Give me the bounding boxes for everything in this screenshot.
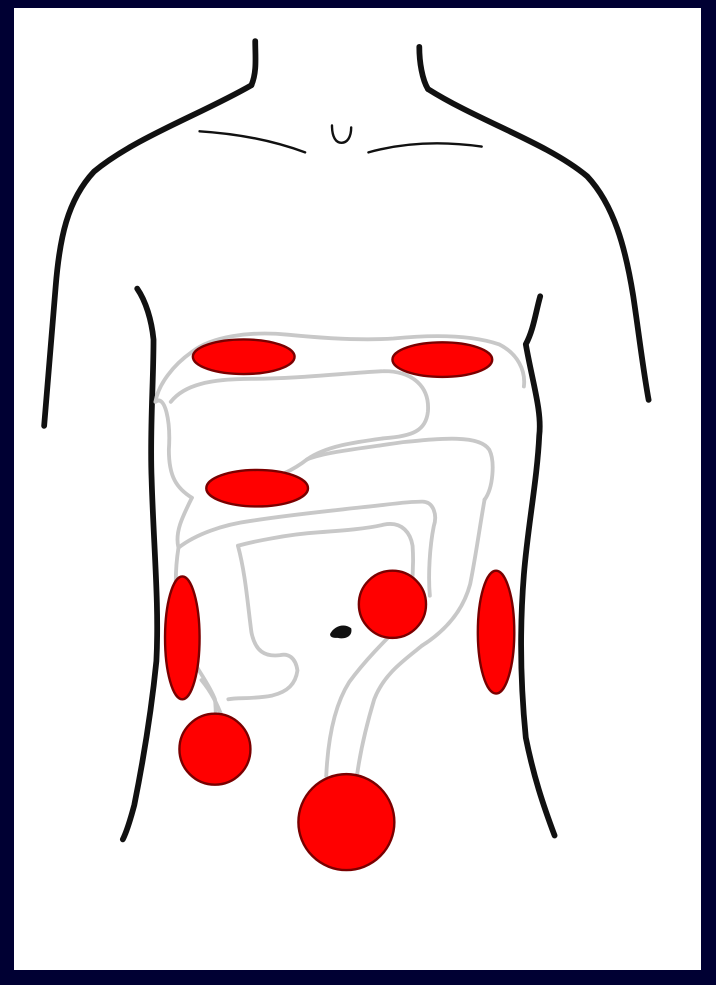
marker-left-upper-quadrant[interactable] [392, 342, 492, 377]
left-shoulder-arm-line [44, 85, 251, 426]
marker-periumbilical[interactable] [359, 571, 426, 638]
navel-mark [330, 626, 351, 639]
marker-right-upper-quadrant[interactable] [193, 339, 295, 374]
right-flank-line [521, 296, 554, 835]
left-flank-line [123, 289, 157, 840]
diagram-canvas [14, 8, 701, 970]
intestine-outline [155, 334, 524, 777]
neck-left-line [251, 41, 255, 85]
small-bowel-lower-loop-outline [228, 546, 297, 700]
transverse-loop-outline [171, 371, 428, 459]
marker-right-flank[interactable] [165, 576, 200, 699]
descending-colon-outline [422, 500, 484, 646]
left-clavicle-line [200, 131, 306, 152]
torso-diagram [0, 0, 687, 962]
clavicles [200, 126, 482, 153]
neck-right-line [419, 47, 428, 89]
right-clavicle-line [368, 143, 481, 152]
sigmoid-inner-outline [326, 623, 403, 777]
marker-suprapubic[interactable] [298, 774, 394, 870]
marker-right-lower-quadrant[interactable] [179, 714, 250, 785]
marker-left-flank[interactable] [478, 571, 514, 694]
upper-cavity-outline [155, 352, 191, 498]
marker-epigastric[interactable] [206, 470, 308, 506]
torso-outline [44, 41, 648, 839]
sigmoid-outline [357, 646, 422, 776]
sternal-notch-line [332, 126, 351, 143]
